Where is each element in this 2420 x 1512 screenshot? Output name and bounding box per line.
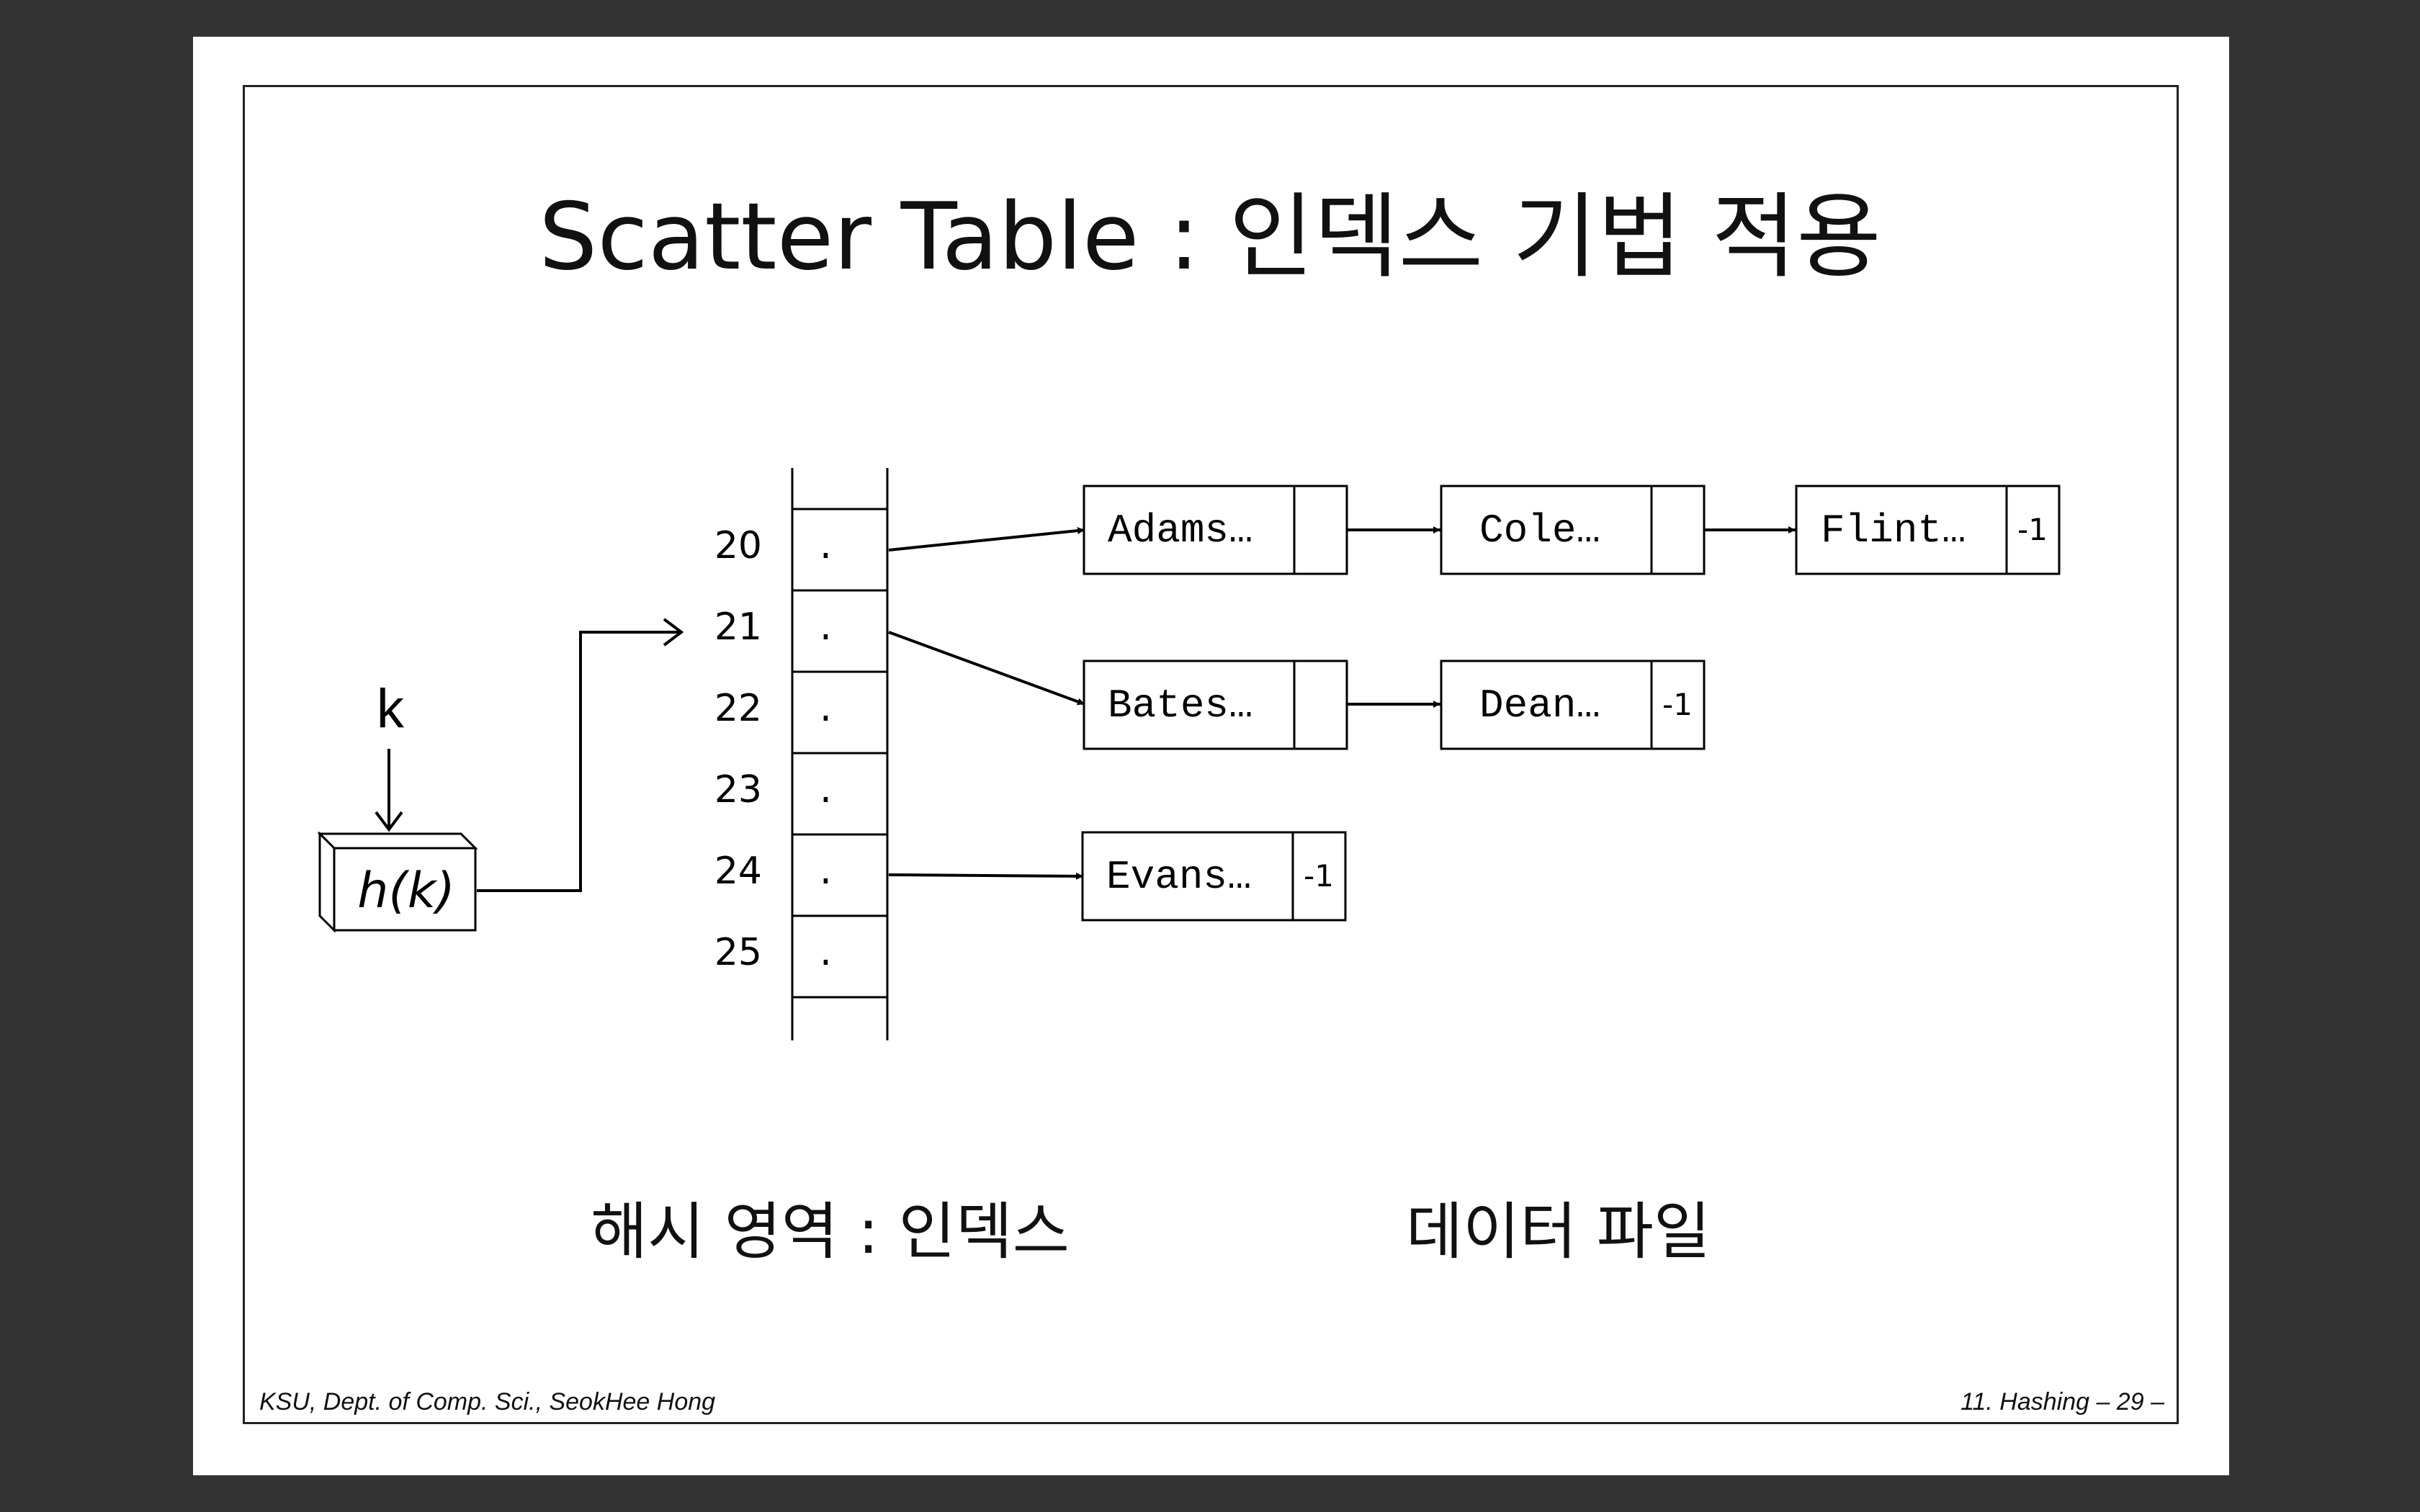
- record-adams-name: Adams…: [1108, 508, 1253, 554]
- hash-to-index-arrow: [477, 618, 684, 892]
- record-dean: [1440, 660, 1706, 750]
- slide-background: [193, 37, 2229, 1475]
- index-number: 22: [714, 687, 762, 730]
- index-24-to-evans-arrow: [888, 872, 1084, 880]
- index-slot-value: .: [815, 611, 836, 650]
- record-evans-next: -1: [1304, 858, 1334, 894]
- hash-area-label: 해시 영역 : 인덱스: [591, 1196, 1070, 1268]
- record-flint-name: Flint…: [1821, 508, 1966, 554]
- index-20-to-adams-arrow: [888, 527, 1085, 552]
- record-evans-name: Evans…: [1106, 854, 1252, 900]
- key-label: k: [374, 682, 407, 744]
- record-dean-next: -1: [1662, 687, 1693, 722]
- index-slot-value: .: [815, 855, 836, 894]
- record-bates-name: Bates…: [1108, 683, 1253, 729]
- index-number: 24: [714, 850, 762, 893]
- data-file-label: 데이터 파일: [1406, 1196, 1711, 1268]
- index-21-to-bates-arrow: [888, 631, 1085, 706]
- index-slot-value: .: [815, 937, 836, 976]
- slide-frame: [243, 85, 2179, 1424]
- record-bates: [1083, 660, 1348, 750]
- index-number: 23: [714, 768, 762, 811]
- slide-title: Scatter Table : 인덱스 기법 적용: [539, 184, 1881, 291]
- index-slot-value: .: [815, 693, 836, 732]
- footer-right: 11. Hashing – 29 –: [1960, 1388, 2164, 1416]
- record-cole-name: Cole…: [1479, 508, 1600, 554]
- hash-function-label: h(k): [357, 863, 455, 919]
- footer-left: KSU, Dept. of Comp. Sci., SeokHee Hong: [259, 1388, 716, 1416]
- key-to-hash-arrow: [375, 749, 403, 832]
- index-column: [791, 468, 889, 1040]
- record-dean-name: Dean…: [1479, 683, 1600, 729]
- record-flint-next: -1: [2017, 512, 2048, 547]
- index-slot-value: .: [815, 530, 836, 569]
- index-number: 21: [714, 606, 762, 649]
- record-flint: [1795, 485, 2061, 575]
- hash-function-box: [317, 831, 478, 933]
- index-slot-value: .: [815, 774, 836, 813]
- record-adams: [1083, 485, 1348, 575]
- index-number: 25: [714, 931, 762, 974]
- record-cole: [1440, 485, 1706, 575]
- record-evans: [1081, 831, 1347, 922]
- index-number: 20: [714, 524, 762, 567]
